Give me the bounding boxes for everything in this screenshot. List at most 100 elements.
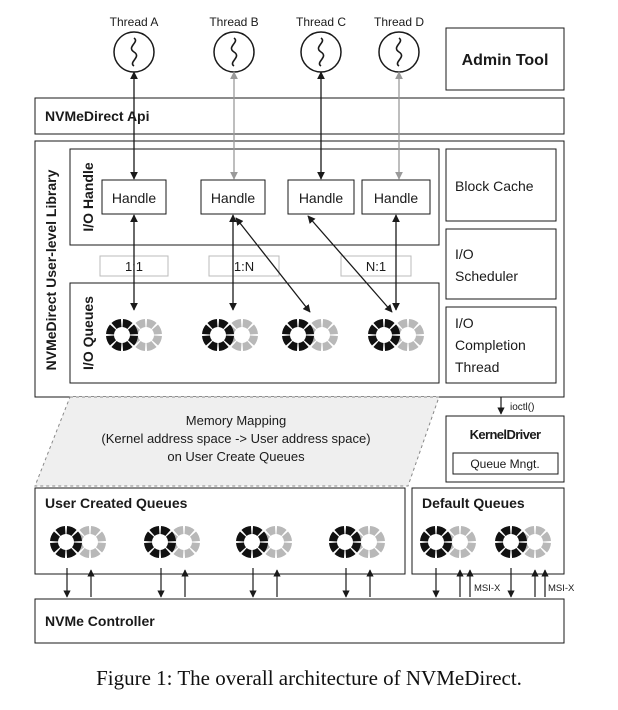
io-scheduler-box (445, 228, 557, 300)
queue-slot (282, 335, 292, 346)
default-queues-label: Default Queues (422, 495, 525, 511)
queue-slot (298, 341, 309, 351)
queue-slot (106, 324, 116, 335)
queue-slot (135, 341, 146, 351)
queue-slot (242, 319, 253, 329)
queue-slot (218, 319, 229, 329)
queue-slot (328, 335, 338, 346)
handle-label-2: Handle (211, 190, 256, 206)
queue-slot (66, 548, 77, 558)
io-completion-thread-box (445, 306, 557, 384)
queue-slot (535, 548, 546, 558)
thread-a-label: Thread A (110, 15, 159, 29)
queue-slot (276, 526, 287, 536)
queue-slot (420, 531, 430, 542)
queue-slot (248, 324, 258, 335)
queue-slot (79, 526, 90, 536)
queue-slot (236, 542, 246, 553)
queue-slot (149, 548, 160, 558)
queue-slot (122, 319, 133, 329)
queue-slot (304, 335, 314, 346)
queue-slot (242, 341, 253, 351)
queue-slot (111, 319, 122, 329)
queue-slot (152, 335, 162, 346)
handle-box-4 (361, 179, 431, 215)
queue-slot (511, 548, 522, 558)
queue-slot (384, 341, 395, 351)
queue-slot (298, 319, 309, 329)
queue-slot (55, 548, 66, 558)
queue-slot (207, 319, 218, 329)
submission-queue-icon (420, 526, 452, 558)
queue-slot (345, 526, 356, 536)
queue-slot (265, 526, 276, 536)
nvme-controller-label: NVMe Controller (45, 613, 155, 629)
queue-slot (190, 542, 200, 553)
queue-slot (224, 324, 234, 335)
thread-c-label: Thread C (296, 15, 346, 29)
queue-slot (128, 324, 138, 335)
queue-slot (231, 341, 242, 351)
queue-slot (329, 531, 339, 542)
queue-slot (184, 548, 195, 558)
queue-slot (55, 526, 66, 536)
queue-slot (535, 526, 546, 536)
memory-mapping-line-3: on User Create Queues (167, 449, 305, 464)
queue-slot (442, 542, 452, 553)
queue-slot (408, 319, 419, 329)
handle-box-2 (200, 179, 266, 215)
queue-slot (135, 319, 146, 329)
msix-label-1: MSI-X (474, 583, 501, 594)
block-cache-label: Block Cache (455, 178, 534, 194)
queue-slot (334, 526, 345, 536)
submission-queue-icon (236, 526, 268, 558)
queue-slot (311, 319, 322, 329)
queue-slot (144, 542, 154, 553)
ioctl-label: ioctl() (510, 402, 534, 413)
queue-slot (248, 335, 258, 346)
ratio-n-1-label: N:1 (366, 259, 386, 274)
queue-slot (241, 548, 252, 558)
queue-slot (122, 341, 133, 351)
thread-d-icon (378, 31, 420, 73)
queue-slot (72, 542, 82, 553)
queue-slot (287, 341, 298, 351)
queue-slot (50, 531, 60, 542)
queue-slot (373, 341, 384, 351)
queue-slot (252, 548, 263, 558)
queue-slot (322, 319, 333, 329)
queue-slot (173, 548, 184, 558)
io-completion-line-1: I/O (455, 315, 474, 331)
queue-slot (202, 324, 212, 335)
queue-slot (375, 542, 385, 553)
handle-2-queue-3-arrow (235, 217, 311, 313)
queue-slot (541, 542, 551, 553)
user-level-library-label: NVMeDirect User-level Library (43, 169, 59, 370)
queue-slot (384, 319, 395, 329)
queue-slot (449, 526, 460, 536)
io-handle-label: I/O Handle (80, 162, 96, 231)
queue-slot (152, 324, 162, 335)
io-completion-line-3: Thread (455, 359, 499, 375)
admin-tool-label: Admin Tool (462, 52, 549, 69)
submission-queue-icon (368, 319, 400, 351)
queue-slot (304, 324, 314, 335)
memory-mapping-line-2: (Kernel address space -> User address sp… (101, 431, 370, 446)
submission-queue-icon (106, 319, 138, 351)
queue-slot (207, 341, 218, 351)
queue-slot (449, 548, 460, 558)
queue-slot (517, 531, 527, 542)
handle-label-4: Handle (374, 190, 419, 206)
admin-tool-box (445, 27, 565, 91)
queue-slot (425, 526, 436, 536)
handle-label-3: Handle (299, 190, 344, 206)
submission-queue-icon (50, 526, 82, 558)
handle-3-queue-4-arrow (307, 215, 393, 313)
queue-slot (436, 548, 447, 558)
queue-slot (106, 335, 116, 346)
queue-slot (425, 548, 436, 558)
queue-slot (282, 324, 292, 335)
queue-slot (397, 341, 408, 351)
queue-slot (265, 548, 276, 558)
handle-box-1 (101, 179, 167, 215)
